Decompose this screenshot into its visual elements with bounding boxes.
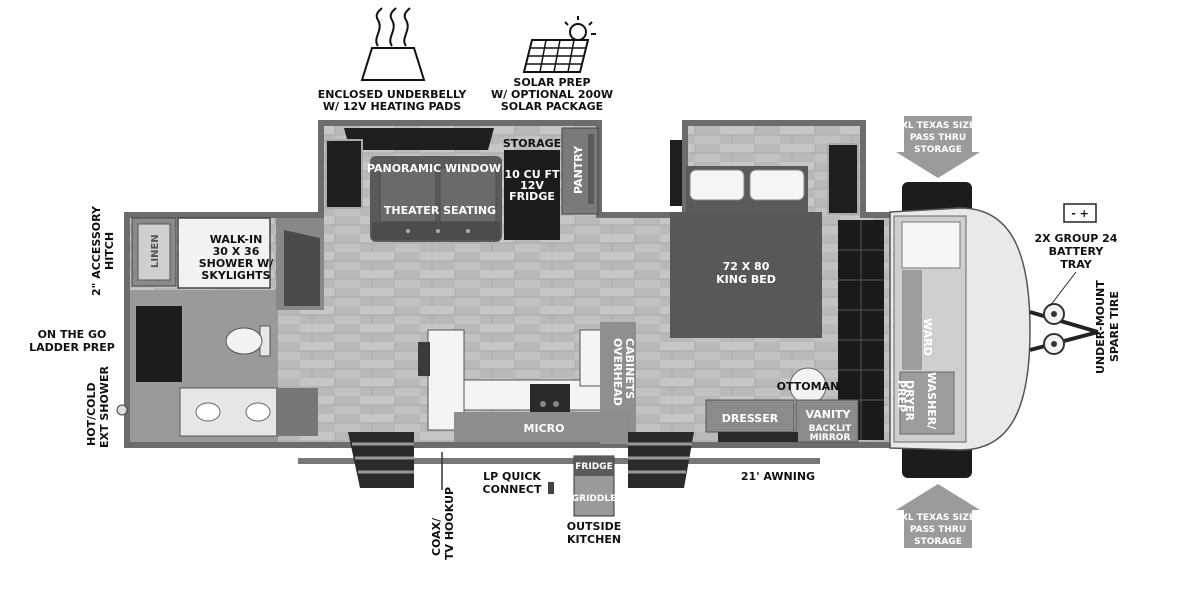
storage-top-line1: XL TEXAS SIZE <box>901 121 975 131</box>
ext-shower-fixture-icon <box>116 404 128 416</box>
shower <box>177 217 271 289</box>
dryer-prep-line2: PREP <box>895 380 908 412</box>
battery-icon <box>1063 203 1097 223</box>
bed-slide-window-right <box>827 143 859 215</box>
backlit-mirror-line2: MIRROR <box>810 433 851 443</box>
shower-line4: SKYLIGHTS <box>201 269 270 282</box>
fridge-line3: FRIDGE <box>509 190 555 203</box>
linen-label: LINEN <box>150 234 161 268</box>
awning-label: 21' AWNING <box>741 470 815 483</box>
outside-kitchen-line2: KITCHEN <box>567 533 621 546</box>
dryer-prep-line1: DRYER <box>903 380 916 421</box>
battery-line3: TRAY <box>1060 258 1092 271</box>
washer-dryer-prep <box>899 371 955 435</box>
shower-line3: SHOWER W/ <box>199 257 275 270</box>
pantry-label: PANTRY <box>572 145 585 194</box>
bathroom-cabinet <box>136 306 182 382</box>
overhead-cabinets-line2: CABINETS <box>623 338 636 399</box>
storage-top-line2: PASS THRU <box>910 133 966 143</box>
shower-line2: 30 X 36 <box>213 245 260 258</box>
spare-tire-line1: UNDER-MOUNT <box>1094 280 1107 374</box>
toilet-icon <box>225 325 271 357</box>
ext-shower-line2: EXT SHOWER <box>98 366 111 448</box>
storage-bottom-line1: XL TEXAS SIZE <box>901 513 975 523</box>
storage-label: STORAGE <box>503 137 561 150</box>
dresser <box>705 399 795 433</box>
lp-quick-line1: LP QUICK <box>483 470 541 483</box>
outside-kitchen-line1: OUTSIDE <box>567 520 621 533</box>
washer-label: WASHER/ <box>925 372 938 430</box>
fridge-line1: 10 CU FT <box>505 168 560 181</box>
bed-line2: KING BED <box>716 273 776 286</box>
bed-line1: 72 X 80 <box>723 260 770 273</box>
ladder-line1: ON THE GO <box>38 328 107 341</box>
sink-left-icon <box>195 402 221 422</box>
microwave <box>454 412 630 442</box>
pillow-left-icon <box>689 169 745 201</box>
ladder-line2: LADDER PREP <box>29 341 115 354</box>
window-left-slide <box>325 139 363 209</box>
solar-label-line1: SOLAR PREP <box>513 76 590 89</box>
coax-line1: COAX/ <box>430 517 443 556</box>
coax-line2: TV HOOKUP <box>443 487 456 560</box>
storage-bottom-line3: STORAGE <box>914 537 962 547</box>
solar-panel-icon <box>522 16 596 73</box>
ottoman-label: OTTOMAN <box>777 380 840 393</box>
storage-top-line3: STORAGE <box>914 145 962 155</box>
storage-arrow-up-bottom <box>896 484 980 548</box>
fridge-line2: 12V <box>520 179 544 192</box>
griddle-label: GRIDDLE <box>572 494 617 504</box>
outside-fridge-label: FRIDGE <box>575 462 612 472</box>
solar-label-line2: W/ OPTIONAL 200W <box>491 88 613 101</box>
awning-rail <box>298 458 820 464</box>
entry-steps-left <box>348 432 414 488</box>
shower-line1: WALK-IN <box>210 233 263 246</box>
stove-icon <box>530 384 570 412</box>
dresser-label: DRESSER <box>722 412 779 425</box>
solar-label-line3: SOLAR PACKAGE <box>501 100 603 113</box>
lp-quick-line2: CONNECT <box>483 483 542 496</box>
ext-shower-line1: HOT/COLD <box>85 382 98 446</box>
panoramic-window <box>344 128 494 150</box>
fridge-12v <box>504 150 560 240</box>
battery-line1: 2X GROUP 24 <box>1035 232 1118 245</box>
pillow-right-icon <box>749 169 805 201</box>
underbelly-label-line2: W/ 12V HEATING PADS <box>323 100 461 113</box>
entry-steps-right <box>628 432 694 488</box>
sink-right-icon <box>245 402 271 422</box>
heat-waves-icon <box>360 7 426 81</box>
theater-seating-label: THEATER SEATING <box>384 204 496 217</box>
vanity-label: VANITY <box>805 408 851 421</box>
panoramic-window-label: PANORAMIC WINDOW <box>367 162 501 175</box>
battery-terminals: - + <box>1071 207 1089 220</box>
a-frame-hitch <box>1029 303 1099 355</box>
storage-arrow-down-top <box>896 116 980 178</box>
battery-line2: BATTERY <box>1049 245 1105 258</box>
storage-bottom-line2: PASS THRU <box>910 525 966 535</box>
lp-quick-connect-icon <box>548 482 554 494</box>
king-bed <box>670 212 822 338</box>
backlit-mirror-line1: BACKLIT <box>809 424 852 434</box>
underbelly-label-line1: ENCLOSED UNDERBELLY <box>318 88 468 101</box>
ward-label: WARD <box>921 318 934 356</box>
hitch-line2: HITCH <box>103 232 116 270</box>
vanity <box>795 399 859 443</box>
overhead-cabinets-line1: OVERHEAD <box>611 338 624 406</box>
bed-slide-window-left <box>670 140 682 206</box>
spare-tire-line2: SPARE TIRE <box>1108 291 1121 362</box>
micro-label: MICRO <box>524 422 565 435</box>
hitch-line1: 2" ACCESSORY <box>90 205 103 296</box>
